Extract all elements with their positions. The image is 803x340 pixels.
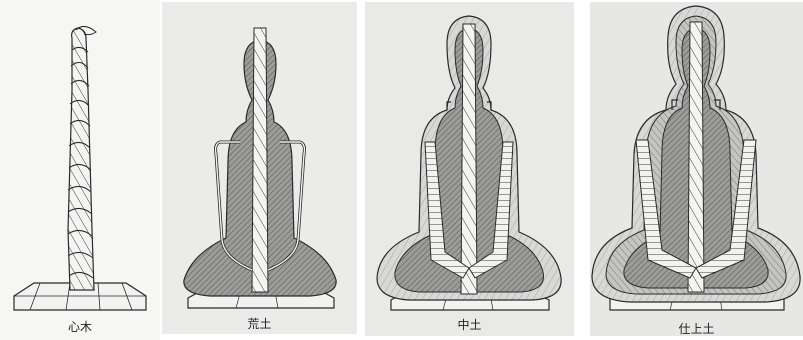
panel-core-wood: 心木 (0, 0, 160, 340)
core-pole (252, 28, 268, 292)
panel-finish-clay: 仕上土 (590, 2, 803, 336)
core-pole (461, 24, 477, 294)
core-pole (68, 28, 94, 290)
core-wood-drawing (0, 0, 160, 340)
core-pole (688, 22, 704, 292)
panel-rough-clay: 荒土 (162, 2, 357, 334)
caption-finish-clay: 仕上土 (590, 320, 803, 336)
caption-rough-clay: 荒土 (162, 315, 357, 332)
middle-clay-drawing (365, 2, 574, 336)
caption-core-wood: 心木 (0, 318, 160, 335)
finish-clay-drawing (590, 2, 803, 336)
rough-clay-drawing (162, 2, 357, 334)
caption-middle-clay: 中土 (365, 316, 574, 333)
panel-middle-clay: 中土 (365, 2, 574, 336)
